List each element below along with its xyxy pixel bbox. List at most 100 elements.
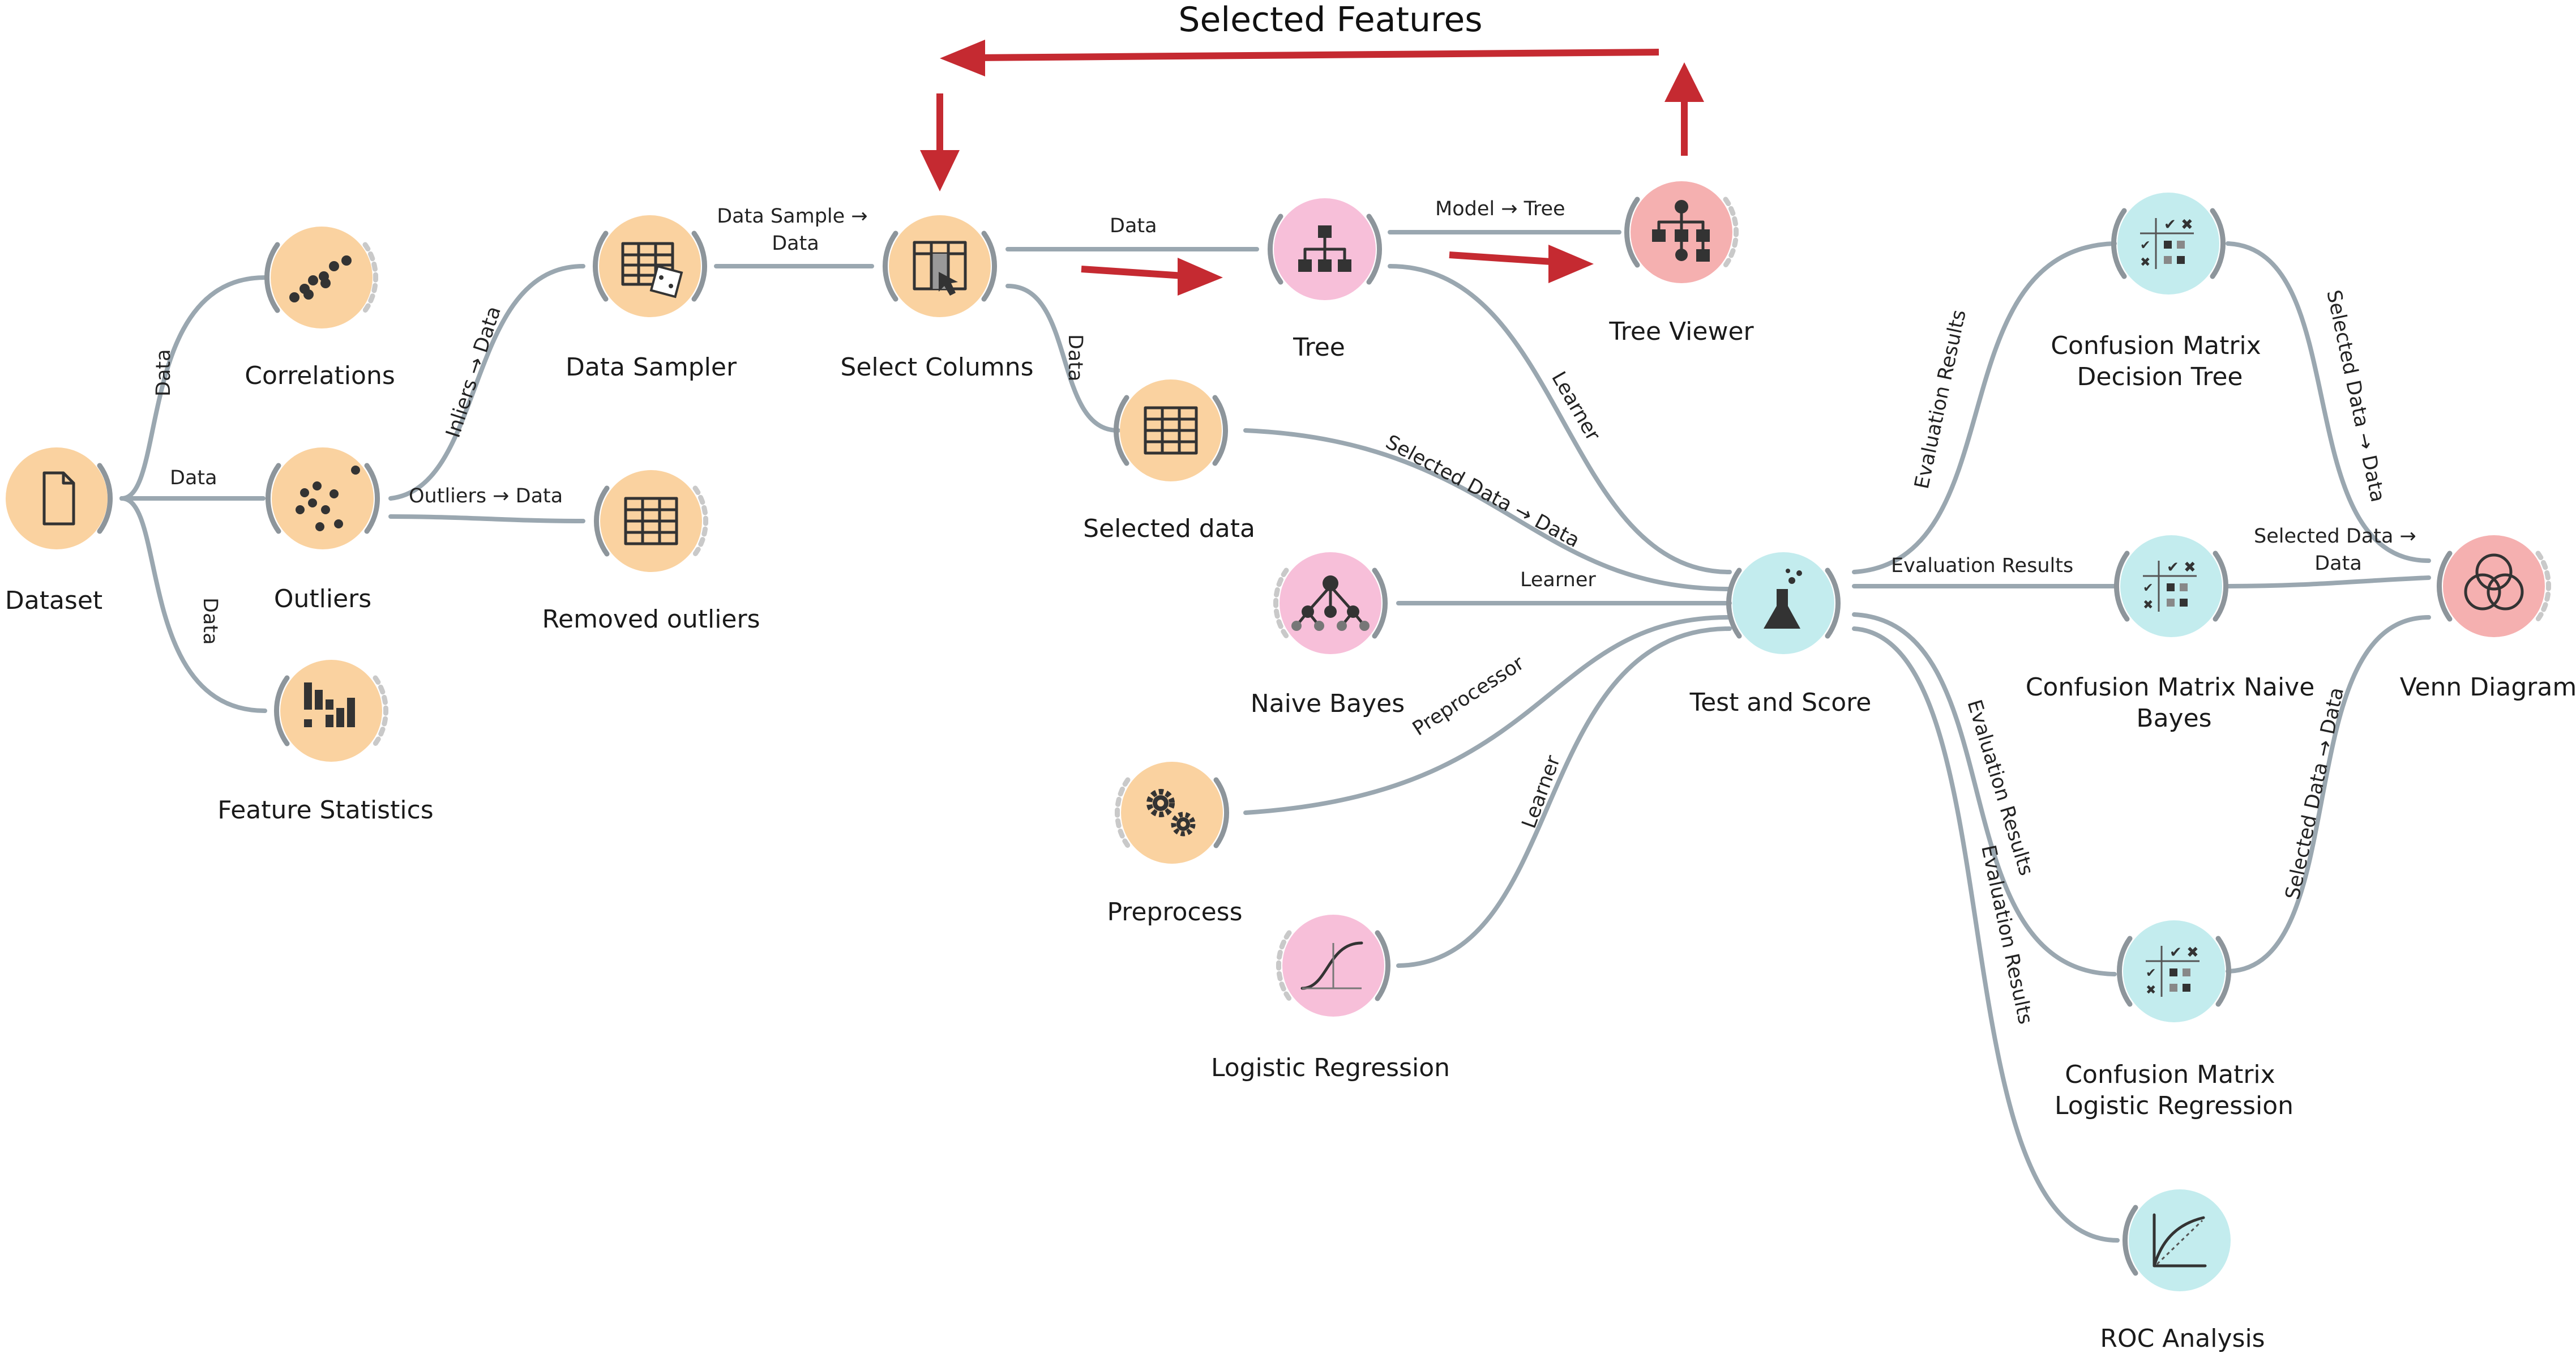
annotation-arrow-up-head bbox=[1664, 62, 1704, 102]
link-label-dataset-correlations: Data bbox=[152, 349, 175, 396]
annotation-arrow-viewer-head bbox=[1548, 245, 1594, 283]
node-correlations-output-arc bbox=[362, 242, 378, 313]
link-label-sampler-select: Data Sample → Data bbox=[717, 205, 874, 255]
node-select-columns[interactable]: Select Columns bbox=[840, 215, 1034, 382]
link-dataset-featstats[interactable] bbox=[119, 496, 267, 713]
node-data-sampler-label: Data Sampler bbox=[566, 353, 737, 382]
nodes: Dataset Correlations Outliers bbox=[5, 181, 2576, 1353]
node-dataset-output-arc bbox=[97, 463, 113, 534]
link-label-cm-tree-venn: Selected Data → Data bbox=[2322, 288, 2389, 505]
annotation-arrow-tree-head bbox=[1178, 258, 1223, 296]
link-test-roc[interactable] bbox=[1852, 626, 2120, 1243]
node-preprocess-output-arc bbox=[1213, 777, 1229, 848]
node-feature-statistics-input-arc bbox=[274, 675, 290, 746]
node-roc-analysis-circle[interactable] bbox=[2129, 1189, 2231, 1291]
link-label-outliers-sampler: Inliers → Data bbox=[442, 304, 506, 441]
node-cm-naive-bayes-output-arc bbox=[2213, 551, 2228, 622]
annotation-arrow-top-line bbox=[973, 49, 1659, 61]
annotation-title: Selected Features bbox=[1178, 0, 1482, 40]
confusion-matrix-icon: ✔ ✖ ✔ ✖ bbox=[2140, 216, 2194, 270]
node-correlations[interactable]: Correlations bbox=[245, 227, 395, 390]
node-logistic-regression-label: Logistic Regression bbox=[1211, 1053, 1450, 1082]
node-feature-statistics-label: Feature Statistics bbox=[217, 796, 433, 825]
node-removed-outliers[interactable]: Removed outliers bbox=[542, 470, 760, 634]
node-cm-naive-bayes-label: Confusion Matrix Naive Bayes bbox=[2026, 673, 2323, 733]
node-preprocess[interactable]: Preprocess bbox=[1107, 762, 1243, 927]
svg-text:✔ ✖: ✔ ✖ bbox=[2167, 559, 2196, 576]
node-outliers-output-arc bbox=[364, 463, 380, 534]
node-venn-diagram-circle[interactable] bbox=[2443, 535, 2545, 637]
node-dataset-circle[interactable] bbox=[6, 447, 108, 549]
node-outliers[interactable]: Outliers bbox=[266, 447, 380, 613]
node-test-and-score-input-arc bbox=[1726, 567, 1742, 639]
link-label-logreg-test: Learner bbox=[1518, 752, 1565, 831]
node-cm-decision-tree[interactable]: ✔ ✖ ✔ ✖ Confusion Matrix Decision Tree bbox=[2051, 193, 2269, 391]
confusion-matrix-icon: ✔ ✖ ✔ ✖ bbox=[2146, 944, 2200, 997]
node-roc-analysis-input-arc bbox=[2123, 1205, 2138, 1276]
node-naive-bayes[interactable]: Naive Bayes bbox=[1251, 552, 1405, 718]
svg-text:✔: ✔ bbox=[2143, 581, 2153, 595]
node-tree-output-arc bbox=[1366, 214, 1382, 285]
gears-icon bbox=[1146, 789, 1196, 837]
node-venn-diagram[interactable]: Venn Diagram bbox=[2400, 535, 2576, 702]
node-roc-analysis-label: ROC Analysis bbox=[2100, 1324, 2265, 1353]
venn-icon bbox=[2464, 553, 2524, 611]
node-naive-bayes-label: Naive Bayes bbox=[1251, 689, 1405, 718]
link-cm-tree-venn[interactable] bbox=[2226, 241, 2431, 563]
node-select-columns-label: Select Columns bbox=[840, 353, 1033, 382]
link-outliers-removed[interactable] bbox=[388, 514, 585, 523]
link-label-sampler-select-line2: Data bbox=[772, 232, 819, 255]
node-test-and-score-output-arc bbox=[1825, 567, 1841, 639]
node-test-and-score-label: Test and Score bbox=[1689, 688, 1872, 717]
node-tree-viewer[interactable]: Tree Viewer bbox=[1608, 181, 1755, 346]
link-test-cm-tree[interactable] bbox=[1852, 241, 2117, 574]
node-data-sampler[interactable]: Data Sampler bbox=[566, 215, 737, 382]
node-feature-statistics-circle[interactable] bbox=[280, 660, 382, 762]
node-select-columns-output-arc bbox=[981, 231, 997, 302]
node-preprocess-circle[interactable] bbox=[1121, 762, 1223, 864]
node-cm-logistic-regression-label: Confusion Matrix Logistic Regression bbox=[2055, 1060, 2293, 1120]
node-cm-logistic-regression[interactable]: ✔ ✖ ✔ ✖ Confusion Matrix Logistic Regres… bbox=[2055, 920, 2293, 1120]
select-columns-icon bbox=[913, 241, 967, 296]
node-roc-analysis[interactable]: ROC Analysis bbox=[2100, 1189, 2265, 1353]
link-cm-bayes-venn[interactable] bbox=[2226, 575, 2431, 588]
annotation-arrow-top-head bbox=[940, 40, 985, 76]
node-removed-outliers-output-arc bbox=[692, 485, 708, 557]
svg-text:✔: ✔ bbox=[2146, 966, 2156, 980]
link-dataset-correlations[interactable] bbox=[119, 275, 267, 501]
link-preprocess-test[interactable] bbox=[1243, 615, 1732, 815]
node-cm-logistic-regression-input-arc bbox=[2117, 936, 2133, 1007]
node-tree[interactable]: Tree bbox=[1268, 198, 1382, 362]
confusion-matrix-icon: ✔ ✖ ✔ ✖ bbox=[2143, 559, 2197, 612]
node-feature-statistics[interactable]: Feature Statistics bbox=[217, 660, 434, 825]
link-tree-test[interactable] bbox=[1388, 264, 1732, 574]
link-label-select-tree: Data bbox=[1110, 215, 1157, 237]
node-test-and-score[interactable]: Test and Score bbox=[1689, 552, 1872, 717]
link-cm-logreg-venn[interactable] bbox=[2226, 615, 2431, 974]
link-select-selected[interactable] bbox=[1005, 284, 1120, 433]
node-cm-logistic-regression-output-arc bbox=[2215, 936, 2231, 1007]
node-selected-data[interactable]: Selected data bbox=[1083, 379, 1255, 543]
node-selected-data-label: Selected data bbox=[1083, 514, 1255, 543]
node-cm-naive-bayes[interactable]: ✔ ✖ ✔ ✖ Confusion Matrix Naive Bayes bbox=[2026, 535, 2323, 733]
node-dataset[interactable]: Dataset bbox=[5, 447, 113, 615]
node-cm-logistic-regression-label-line1: Confusion Matrix bbox=[2065, 1060, 2275, 1089]
node-venn-diagram-input-arc bbox=[2437, 551, 2453, 622]
table-icon bbox=[1144, 406, 1198, 455]
node-tree-viewer-input-arc bbox=[1624, 197, 1640, 268]
node-outliers-input-arc bbox=[266, 463, 281, 534]
node-logistic-regression-output-arc bbox=[1375, 930, 1390, 1001]
link-selected-test[interactable] bbox=[1243, 428, 1732, 591]
node-cm-naive-bayes-input-arc bbox=[2114, 551, 2130, 622]
node-outliers-circle[interactable] bbox=[272, 447, 374, 549]
node-logistic-regression[interactable]: Logistic Regression bbox=[1211, 915, 1450, 1082]
svg-text:✖: ✖ bbox=[2146, 983, 2156, 997]
link-test-cm-logreg[interactable] bbox=[1852, 612, 2117, 976]
node-feature-statistics-output-arc bbox=[373, 675, 388, 746]
node-logistic-regression-input-arc bbox=[1276, 930, 1292, 1001]
selected-features-annotation: Selected Features bbox=[920, 0, 1704, 296]
link-outliers-sampler[interactable] bbox=[388, 264, 585, 501]
annotation-arrow-viewer-line bbox=[1449, 251, 1552, 265]
link-logreg-test[interactable] bbox=[1396, 626, 1732, 968]
